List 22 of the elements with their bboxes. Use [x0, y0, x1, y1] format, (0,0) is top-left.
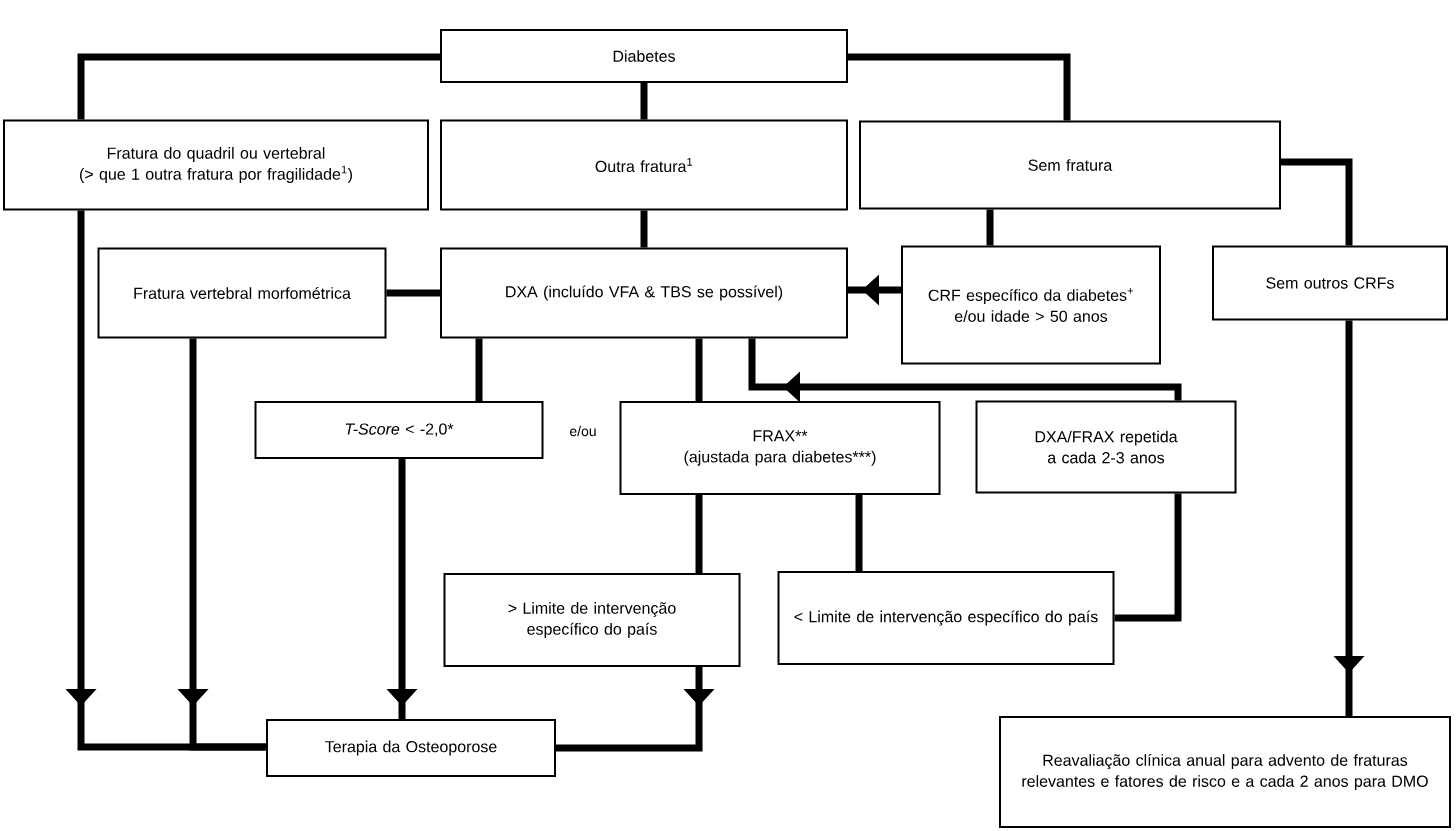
connector-line [77, 53, 440, 120]
label-text: e/ou [570, 425, 596, 437]
process-box: Sem fratura [859, 120, 1281, 210]
process-box: Reavaliação clínica anual para advento de fraturas relevantes e fatores de risco e a cada 2 anos para DMO [999, 716, 1451, 828]
connector-line [1114, 493, 1182, 622]
process-box: T-Score < -2,0* [254, 401, 544, 459]
process-box: Terapia da Osteoporose [266, 719, 556, 777]
connector-line [386, 289, 440, 297]
connector-line [695, 338, 703, 401]
process-box: < Limite de intervenção específico do país [777, 571, 1115, 665]
process-box: Outra fratura$^{1}$ [440, 119, 848, 211]
process-box: Sem outros CRFs [1212, 245, 1448, 321]
process-box: > Limite de intervenção específico do país [443, 573, 741, 667]
process-box: CRF específico da diabetes$^{+}$ e/ou idade > 50 anos [901, 245, 1161, 365]
process-box: DXA/FRAX repetida a cada 2-3 anos [975, 400, 1237, 494]
process-box: FRAX** (ajustada para diabetes***) [619, 401, 941, 495]
process-box: DXA (incluído VFA & TBS se possível) [440, 247, 848, 339]
connector-line [475, 338, 483, 401]
process-box: Fratura vertebral morfométrica [97, 247, 387, 339]
process-box: Fratura do quadril ou vertebral (> que 1 outra fratura por fragilidade$^{1}$) [3, 119, 429, 211]
process-box: Diabetes [440, 29, 848, 83]
arrow [748, 338, 1182, 403]
